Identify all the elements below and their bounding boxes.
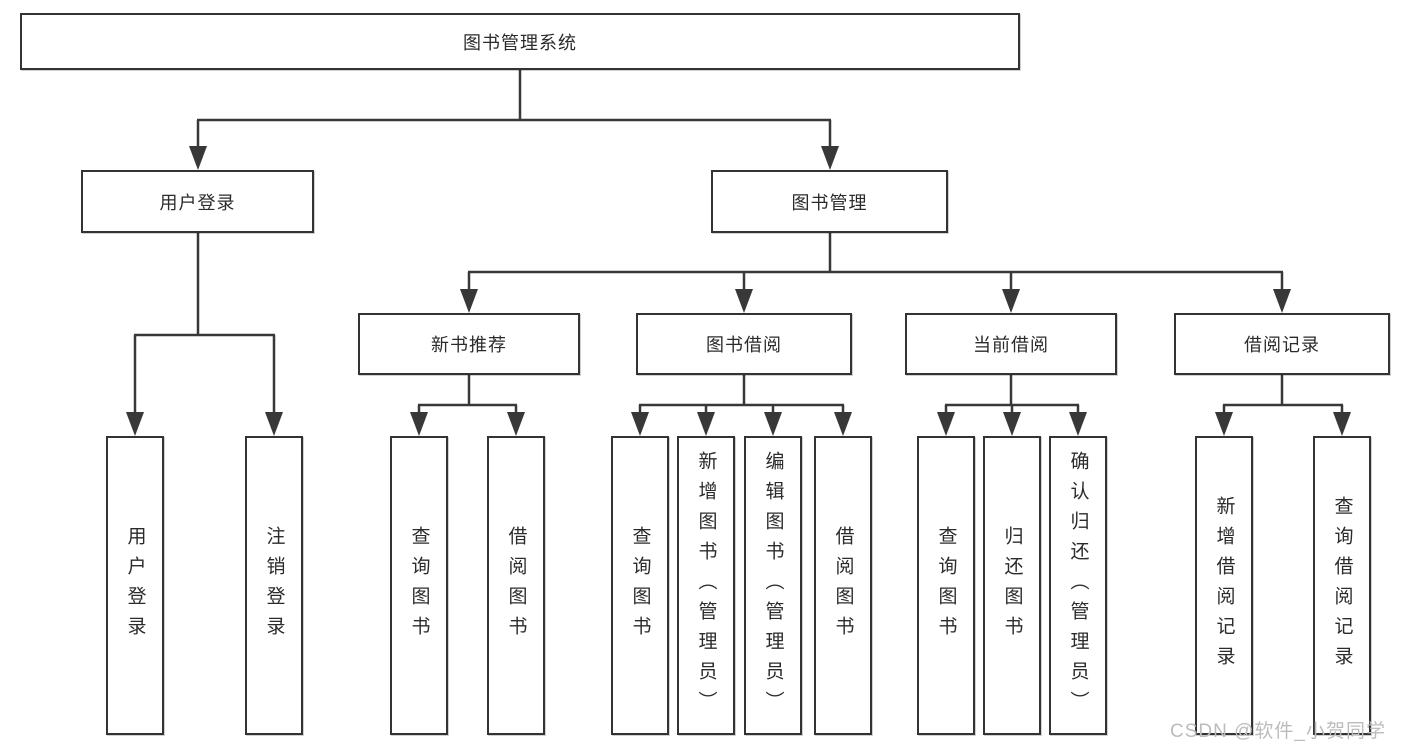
connector-root-to-level2 bbox=[196, 70, 832, 150]
leaf-record-add-borrow-record-label: 新增借阅记录 bbox=[1213, 495, 1235, 676]
node-borrow-record-label: 借阅记录 bbox=[1244, 335, 1320, 355]
node-user-login-label: 用户登录 bbox=[159, 192, 236, 213]
leaf-logout: 注销登录 bbox=[245, 436, 303, 735]
leaf-bookborrow-query-books-label: 查询图书 bbox=[629, 525, 651, 646]
node-user-login: 用户登录 bbox=[81, 170, 314, 233]
leaf-currentborrow-query-books-label: 查询图书 bbox=[935, 525, 957, 646]
leaf-record-query-borrow-record-label: 查询借阅记录 bbox=[1331, 495, 1353, 676]
node-book-borrow-label: 图书借阅 bbox=[706, 335, 782, 355]
leaf-bookborrow-borrow-books-label: 借阅图书 bbox=[832, 525, 854, 646]
leaf-newbook-borrow-books: 借阅图书 bbox=[487, 436, 545, 735]
leaf-currentborrow-return-books: 归还图书 bbox=[983, 436, 1041, 735]
connector-book-management-to-level3 bbox=[467, 233, 1284, 294]
leaf-bookborrow-edit-books-admin: 编辑图书（管理员） bbox=[744, 436, 802, 735]
node-borrow-record: 借阅记录 bbox=[1174, 313, 1390, 375]
connector-user-login-to-leaves bbox=[133, 233, 276, 416]
csdn-watermark: CSDN @软件_小贺同学 bbox=[1170, 721, 1386, 742]
node-book-management-label: 图书管理 bbox=[791, 192, 868, 213]
node-new-book-recommend-label: 新书推荐 bbox=[431, 335, 507, 355]
leaf-bookborrow-edit-books-admin-label: 编辑图书（管理员） bbox=[762, 450, 784, 721]
leaf-currentborrow-confirm-return-admin: 确认归还（管理员） bbox=[1049, 436, 1107, 735]
leaf-bookborrow-add-books-admin: 新增图书（管理员） bbox=[677, 436, 735, 735]
leaf-newbook-borrow-books-label: 借阅图书 bbox=[505, 525, 527, 646]
arrowheads bbox=[126, 146, 1351, 436]
leaf-newbook-query-books: 查询图书 bbox=[390, 436, 448, 735]
node-book-borrow: 图书借阅 bbox=[636, 313, 852, 375]
leaf-user-login: 用户登录 bbox=[106, 436, 164, 735]
connector-borrow-record-to-leaves bbox=[1222, 375, 1344, 416]
leaf-currentborrow-confirm-return-admin-label: 确认归还（管理员） bbox=[1067, 450, 1089, 721]
leaf-record-add-borrow-record: 新增借阅记录 bbox=[1195, 436, 1253, 735]
leaf-bookborrow-query-books: 查询图书 bbox=[611, 436, 669, 735]
leaf-newbook-query-books-label: 查询图书 bbox=[408, 525, 430, 646]
leaf-user-login-label: 用户登录 bbox=[124, 525, 146, 646]
connector-current-borrow-to-leaves bbox=[944, 375, 1080, 416]
node-root-label: 图书管理系统 bbox=[463, 32, 577, 53]
node-current-borrow: 当前借阅 bbox=[905, 313, 1117, 375]
leaf-currentborrow-return-books-label: 归还图书 bbox=[1001, 525, 1023, 646]
node-new-book-recommend: 新书推荐 bbox=[358, 313, 580, 375]
node-book-management: 图书管理 bbox=[711, 170, 948, 233]
leaf-logout-label: 注销登录 bbox=[263, 525, 285, 646]
node-current-borrow-label: 当前借阅 bbox=[973, 335, 1049, 355]
node-root-library-management-system: 图书管理系统 bbox=[20, 13, 1020, 70]
connector-book-borrow-to-leaves bbox=[638, 375, 845, 416]
leaf-currentborrow-query-books: 查询图书 bbox=[917, 436, 975, 735]
leaf-bookborrow-add-books-admin-label: 新增图书（管理员） bbox=[695, 450, 717, 721]
leaf-bookborrow-borrow-books: 借阅图书 bbox=[814, 436, 872, 735]
leaf-record-query-borrow-record: 查询借阅记录 bbox=[1313, 436, 1371, 735]
connector-new-book-to-leaves bbox=[417, 375, 518, 416]
